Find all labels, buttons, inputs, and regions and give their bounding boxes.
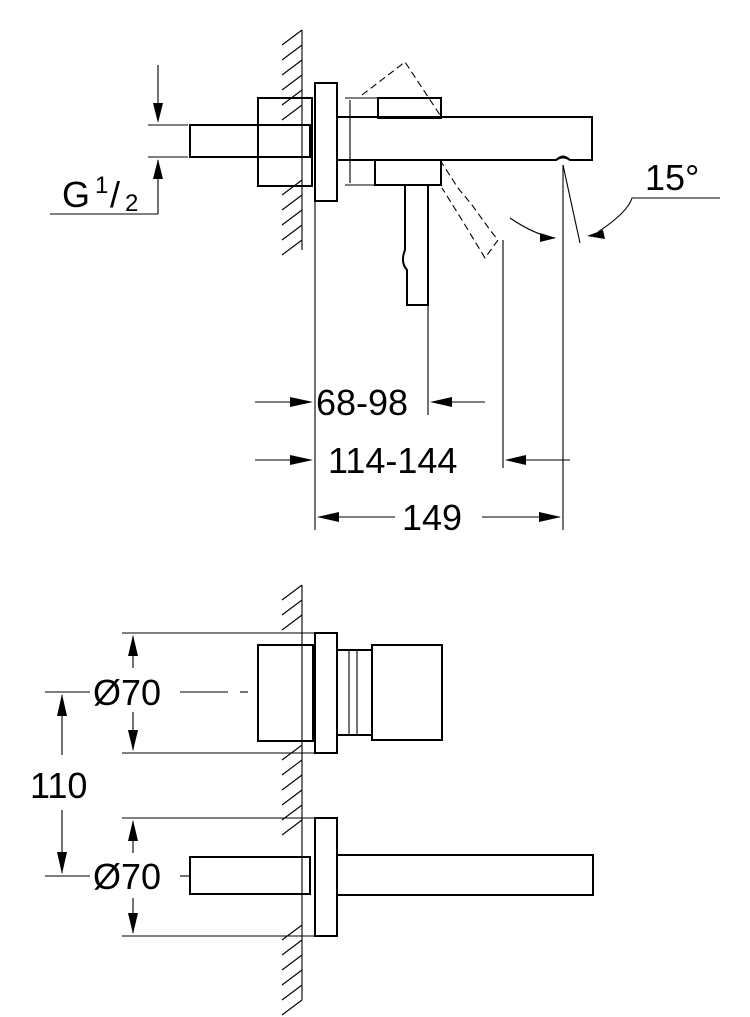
mixer-body: [257, 644, 314, 742]
diameter-label-lower: Ø70: [93, 856, 161, 897]
spout-pipe: [189, 856, 311, 895]
thread-dimension: G 1 / 2: [50, 65, 188, 217]
lever: [401, 184, 429, 306]
rosette-plate: [314, 82, 338, 202]
spout-front: [336, 854, 594, 896]
handle-base: [374, 159, 442, 186]
mixer-neck: [336, 649, 373, 736]
thread-prefix: G: [62, 174, 90, 215]
length-dimensions: 68-98 114-144 149: [255, 165, 570, 538]
thread-numerator: 1: [95, 172, 108, 199]
concealed-body: [257, 97, 313, 187]
spout: [336, 116, 593, 161]
angle-dimension: 15°: [509, 157, 720, 244]
mixer-rosette: [314, 632, 338, 754]
aerator: [555, 155, 571, 161]
side-view: G 1 / 2 15° 68-98: [50, 29, 720, 538]
handle-cap: [377, 97, 442, 119]
neck: [345, 97, 378, 186]
centre-distance-dim: 110: [30, 691, 90, 877]
angle-label: 15°: [645, 157, 699, 198]
wall-hatch-lower: [281, 584, 303, 1016]
centre-distance-label: 110: [30, 765, 87, 806]
dim-149: 149: [402, 497, 462, 538]
diameter-dim-lower: Ø70: [93, 817, 315, 937]
mixer-handle: [371, 644, 443, 741]
diameter-label-upper: Ø70: [93, 672, 161, 713]
front-view: Ø70 Ø70 110: [30, 584, 594, 1016]
diameter-dim-upper: Ø70: [93, 632, 315, 754]
dim-114-144: 114-144: [328, 440, 457, 481]
thread-denominator: 2: [125, 190, 138, 217]
handle-alt-position: [361, 61, 499, 259]
thread-connection: [189, 124, 311, 158]
wall-hatch-upper: [281, 29, 303, 256]
thread-slash: /: [110, 174, 120, 215]
dim-68-98: 68-98: [316, 382, 408, 423]
spout-rosette: [314, 817, 338, 937]
